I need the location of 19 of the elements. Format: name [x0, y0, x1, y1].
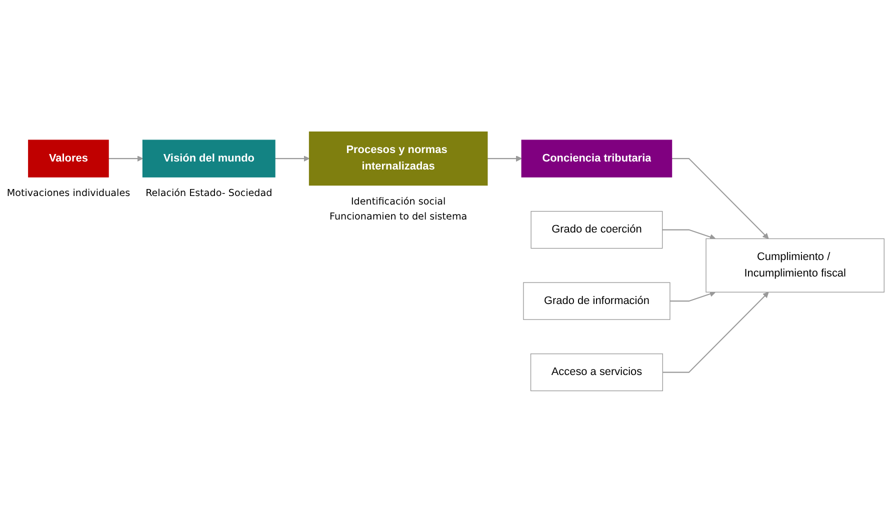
- node-box: Acceso a servicios: [530, 354, 663, 392]
- node-box: Procesos y normas internalizadas: [308, 132, 488, 186]
- node-box: Visión del mundo: [142, 140, 276, 178]
- arrow: [108, 156, 144, 162]
- caption-text: Identificación social: [351, 196, 446, 208]
- arrow: [662, 292, 769, 373]
- node-box: Grado de coerción: [530, 211, 663, 249]
- caption-text: Relación Estado- Sociedad: [146, 188, 272, 200]
- node-box: Conciencia tributaria: [521, 140, 672, 178]
- arrow: [487, 156, 522, 162]
- arrow: [275, 156, 310, 162]
- node-box: Cumplimiento / Incumplimiento fiscal: [706, 238, 884, 293]
- node-box: Valores: [28, 140, 109, 178]
- caption-text: Funcionamien to del sistema: [329, 212, 468, 223]
- node-box: Grado de información: [523, 282, 670, 320]
- caption-text: Motivaciones individuales: [6, 188, 130, 200]
- arrow: [672, 158, 769, 240]
- arrow: [662, 229, 716, 240]
- arrow: [670, 291, 716, 302]
